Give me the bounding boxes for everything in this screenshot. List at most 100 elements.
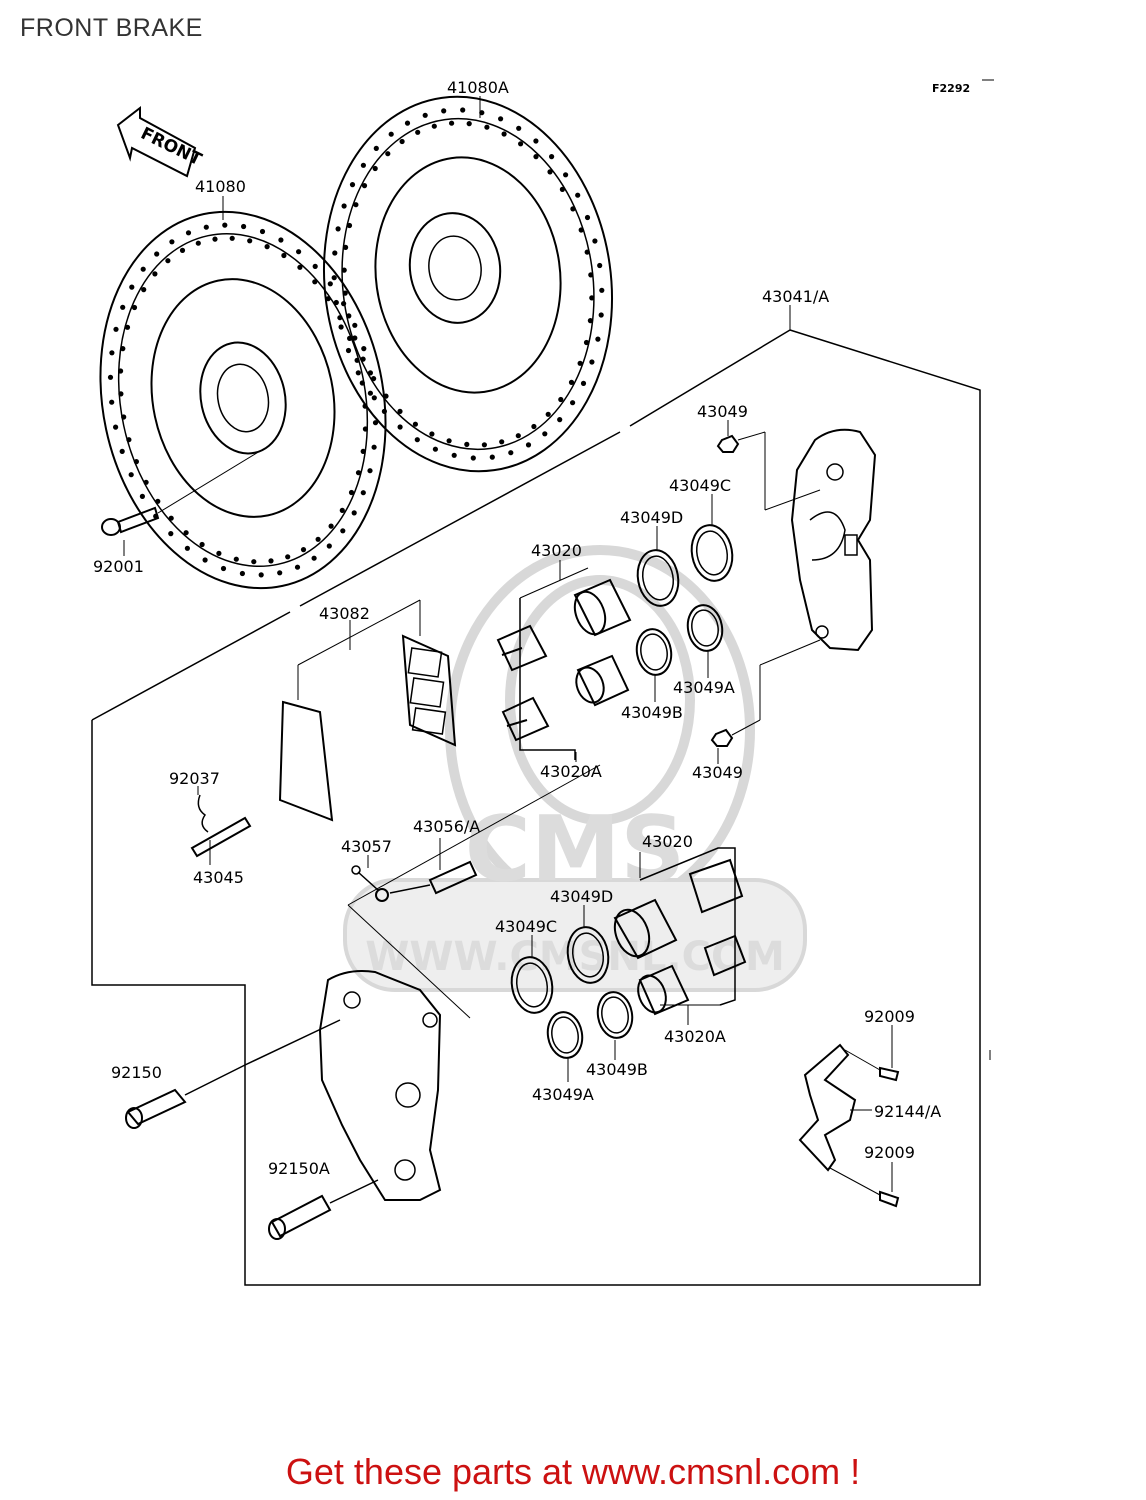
label-seal-b-lower: 43049B — [586, 1060, 648, 1079]
disc-drill-hole — [470, 455, 476, 461]
label-bleed-cap-top: 43049 — [697, 402, 748, 421]
disc-drill-hole — [126, 437, 132, 443]
disc-drill-hole — [460, 107, 466, 113]
disc-drill-hole — [589, 359, 595, 365]
label-seal-a-upper: 43049A — [673, 678, 735, 697]
label-seal-d-lower: 43049D — [550, 887, 613, 906]
disc-drill-hole — [580, 380, 587, 386]
disc-drill-hole — [118, 391, 124, 397]
disc-drill-hole — [120, 304, 126, 310]
disc-drill-hole — [515, 433, 521, 439]
disc-drill-hole — [251, 559, 257, 565]
pad-pin — [190, 816, 252, 865]
disc-drill-hole — [575, 192, 581, 198]
disc-drill-hole — [531, 423, 537, 430]
disc-drill-hole — [202, 557, 208, 563]
disc-drill-hole — [381, 408, 387, 414]
brake-disc-left — [99, 210, 387, 590]
disc-drill-hole — [281, 252, 287, 259]
disc-drill-hole — [154, 251, 160, 257]
front-direction-arrow-icon: FRONT — [116, 105, 205, 178]
diagram-code: F2292 — [932, 82, 970, 95]
disc-drill-hole — [388, 131, 394, 137]
disc-drill-hole — [361, 346, 367, 352]
disc-drill-hole — [353, 202, 359, 208]
disc-drill-hole — [348, 489, 355, 496]
disc-drill-hole — [558, 396, 564, 403]
disc-drill-hole — [371, 376, 377, 382]
disc-drill-hole — [337, 315, 343, 321]
disc-drill-hole — [570, 400, 576, 406]
label-piston-lower: 43020 — [642, 832, 693, 851]
disc-drill-hole — [563, 172, 569, 178]
pistons-lower — [613, 847, 747, 1016]
disc-drill-hole — [326, 543, 332, 549]
label-clip: 92037 — [169, 769, 220, 788]
disc-drill-hole — [373, 145, 379, 151]
disc-drill-hole — [360, 162, 366, 168]
disc-drill-hole — [140, 266, 146, 272]
disc-drill-hole — [516, 125, 522, 131]
disc-drill-hole — [466, 121, 472, 127]
label-piston-a-upper: 43020A — [540, 762, 602, 781]
disc-drill-hole — [542, 431, 548, 437]
disc-drill-hole — [331, 275, 337, 281]
disc-drill-hole — [128, 472, 134, 478]
disc-drill-hole — [184, 545, 190, 551]
caliper-assembly-outline — [91, 305, 981, 1286]
disc-drill-hole — [278, 237, 284, 243]
disc-drill-hole — [355, 470, 362, 476]
disc-drill-hole — [294, 564, 301, 570]
disc-drill-hole — [355, 370, 361, 376]
disc-drill-hole — [525, 442, 532, 448]
disc-drill-hole — [533, 138, 539, 144]
disc-drill-hole — [464, 441, 470, 447]
caliper-bolt-a — [268, 1179, 379, 1240]
disc-drill-hole — [352, 335, 358, 341]
disc-drill-hole — [372, 165, 378, 172]
disc-drill-hole — [199, 541, 205, 548]
disc-drill-hole — [222, 222, 228, 228]
disc-drill-hole — [229, 235, 235, 241]
label-screw-top: 92009 — [864, 1007, 915, 1026]
disc-drill-hole — [578, 227, 584, 233]
disc-drill-hole — [352, 322, 358, 328]
disc-drill-hole — [533, 154, 539, 160]
disc-drill-hole — [362, 426, 368, 432]
disc-drill-hole — [264, 244, 270, 250]
disc-drill-hole — [332, 250, 338, 256]
front-arrow-label: FRONT — [137, 124, 205, 171]
disc-drill-hole — [241, 223, 247, 230]
disc-drill-hole — [312, 279, 318, 285]
buy-parts-link[interactable]: Get these parts at www.cmsnl.com ! — [285, 1451, 861, 1492]
disc-drill-hole — [404, 120, 411, 126]
label-disc-right: 41080A — [447, 78, 509, 97]
disc-drill-hole — [587, 318, 594, 324]
disc-drill-hole — [360, 490, 366, 496]
disc-drill-hole — [577, 360, 583, 366]
disc-drill-hole — [360, 356, 366, 362]
disc-drill-hole — [195, 240, 201, 246]
label-bleed-valve: 43056/A — [413, 817, 480, 836]
disc-drill-hole — [220, 565, 227, 572]
disc-drill-hole — [120, 346, 126, 352]
disc-drill-hole — [592, 238, 598, 244]
disc-drill-hole — [589, 295, 595, 301]
disc-drill-hole — [359, 380, 365, 386]
disc-drill-hole — [203, 224, 209, 230]
label-pin: 43045 — [193, 868, 244, 887]
disc-drill-hole — [327, 281, 333, 287]
caliper-bolt — [125, 1019, 341, 1129]
disc-drill-hole — [354, 357, 360, 363]
disc-drill-hole — [385, 151, 391, 157]
disc-drill-hole — [549, 154, 555, 160]
disc-drill-hole — [335, 226, 341, 232]
disc-drill-hole — [155, 498, 161, 504]
exploded-parts-diagram: CMS WWW.CMSNL.COM F2292 FRONT — [91, 78, 994, 1286]
callout-labels: 41080A 41080 92001 43041/A 43049 43049C … — [93, 78, 941, 1178]
disc-drill-hole — [346, 222, 353, 229]
disc-drill-hole — [367, 390, 373, 396]
label-disc-left: 41080 — [195, 177, 246, 196]
leader-lines — [123, 96, 893, 1192]
bleed-cap — [351, 865, 389, 902]
